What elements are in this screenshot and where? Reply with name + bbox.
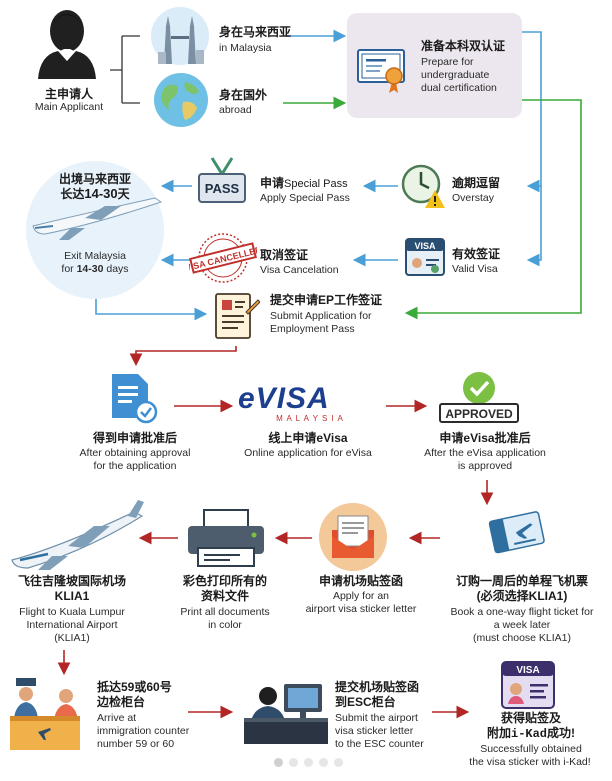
esc-en1: Submit the airport xyxy=(335,712,418,724)
flight-ticket-icon xyxy=(486,506,550,560)
approved-en1: After the eVisa application xyxy=(424,447,546,459)
counter-en3: number 59 or 60 xyxy=(97,738,175,750)
certificate-icon xyxy=(356,44,410,94)
counter-en2: immigration counter xyxy=(97,725,190,737)
sticker-letter-en2: airport visa sticker letter xyxy=(305,603,417,615)
exit-en2: for 14-30 days xyxy=(61,263,129,275)
esc-en2: visa sticker letter xyxy=(335,725,414,737)
book-cn1: 订购一周后的单程飞机票 xyxy=(455,574,588,588)
valid-visa-en: Valid Visa xyxy=(452,263,498,275)
envelope-letter-icon xyxy=(318,502,388,572)
prepare-en3: dual certification xyxy=(421,82,497,94)
clock-warning-icon xyxy=(401,164,445,208)
carousel-dot[interactable] xyxy=(289,758,298,767)
overstay-en: Overstay xyxy=(452,192,495,204)
svg-text:VISA: VISA xyxy=(414,241,436,251)
main-applicant-cn: 主申请人 xyxy=(44,87,93,101)
obtained-cn1: 获得贴签及 xyxy=(500,711,561,725)
esc-cn1: 提交机场贴签函 xyxy=(335,680,420,694)
prepare-en1: Prepare for xyxy=(421,56,474,68)
printer-icon xyxy=(184,508,268,568)
fly-en3: (KLIA1) xyxy=(54,632,90,644)
carousel-dot[interactable] xyxy=(304,758,313,767)
applicant-avatar-icon xyxy=(36,3,98,79)
fly-en1: Flight to Kuala Lumpur xyxy=(19,606,125,618)
book-cn2: (必须选择KLIA1) xyxy=(476,589,568,603)
document-check-icon xyxy=(108,372,158,424)
approval-en2: for the application xyxy=(93,460,177,472)
obtained-cn2: 附加i-Kad成功! xyxy=(486,726,576,741)
visa-cancelled-stamp-icon: VISA CANCELLED xyxy=(184,232,263,284)
approval-cn: 得到申请批准后 xyxy=(92,431,177,445)
carousel-dot[interactable] xyxy=(319,758,328,767)
svg-text:PASS: PASS xyxy=(205,181,240,196)
print-en1: Print all documents xyxy=(180,606,270,618)
abroad-en: abroad xyxy=(219,104,252,116)
book-en3: (must choose KLIA1) xyxy=(472,632,572,644)
carousel-dots[interactable] xyxy=(274,758,343,767)
approval-en1: After obtaining approval xyxy=(79,447,191,459)
submit-ep-cn: 提交申请EP工作签证 xyxy=(270,293,383,307)
evisa-en: Online application for eVisa xyxy=(244,447,372,459)
counter-en1: Arrive at xyxy=(97,712,137,724)
airplane-icon xyxy=(32,197,163,240)
exit-cn2: 长达14-30天 xyxy=(60,186,130,201)
approved-cn: 申请eVisa批准后 xyxy=(439,431,531,445)
sticker-letter-en1: Apply for an xyxy=(332,590,390,602)
fly-en2: International Airport xyxy=(26,619,118,631)
special-pass-en: Apply Special Pass xyxy=(260,192,350,204)
special-pass-cn: 申请Special Pass xyxy=(260,176,348,190)
esc-cn2: 到ESC柜台 xyxy=(335,695,396,709)
immigration-counter-icon xyxy=(10,672,80,752)
counter-cn2: 边检柜台 xyxy=(97,695,146,709)
overstay-cn: 逾期逗留 xyxy=(452,176,501,190)
abroad-cn: 身在国外 xyxy=(219,88,268,102)
approved-en2: is approved xyxy=(457,460,513,472)
main-applicant-en: Main Applicant xyxy=(34,101,104,113)
print-cn2: 资料文件 xyxy=(200,589,249,603)
fly-cn1: 飞往吉隆坡国际机场 xyxy=(17,574,126,588)
pass-badge-icon: PASS xyxy=(196,156,248,208)
cancel-cn: 取消签证 xyxy=(260,248,309,262)
carousel-dot[interactable] xyxy=(274,758,283,767)
in-malaysia-cn: 身在马来西亚 xyxy=(219,25,292,39)
submit-ep-en1: Submit Application for xyxy=(270,310,372,322)
exit-cn1: 出境马来西亚 xyxy=(58,172,131,186)
approved-stamp-icon: APPROVED xyxy=(436,370,522,424)
petronas-towers-icon xyxy=(150,6,210,66)
esc-en3: to the ESC counter xyxy=(335,738,424,750)
globe-icon xyxy=(153,72,209,128)
airplane-icon xyxy=(8,498,144,570)
svg-text:APPROVED: APPROVED xyxy=(445,407,513,421)
svg-text:VISA: VISA xyxy=(516,665,539,676)
counter-cn1: 抵达59或60号 xyxy=(97,680,172,694)
submit-ep-en2: Employment Pass xyxy=(270,323,355,335)
book-en1: Book a one-way flight ticket for xyxy=(450,606,594,618)
visa-card-icon: VISA xyxy=(500,660,556,710)
evisa-cn: 线上申请eVisa xyxy=(268,431,348,445)
fly-cn2: KLIA1 xyxy=(54,589,90,603)
book-en2: a week later xyxy=(493,619,551,631)
obtained-en1: Successfully obtained xyxy=(480,743,582,755)
obtained-en2: the visa sticker with i-Kad! xyxy=(469,756,591,768)
print-en2: in color xyxy=(208,619,242,631)
cancel-en: Visa Cancelation xyxy=(260,264,339,276)
in-malaysia-en: in Malaysia xyxy=(219,42,272,54)
esc-desk-icon xyxy=(244,680,328,744)
sticker-letter-cn: 申请机场贴签函 xyxy=(318,574,403,588)
visa-card-icon: VISA xyxy=(405,238,445,276)
evisa-logo: eVISA M A L A Y S I A xyxy=(238,382,344,424)
carousel-dot[interactable] xyxy=(334,758,343,767)
exit-malaysia-circle xyxy=(25,160,165,300)
prepare-cn: 准备本科双认证 xyxy=(421,39,506,53)
exit-en1: Exit Malaysia xyxy=(64,250,126,262)
prepare-en2: undergraduate xyxy=(421,69,490,81)
valid-visa-cn: 有效签证 xyxy=(452,247,501,261)
print-cn1: 彩色打印所有的 xyxy=(182,574,267,588)
application-form-icon xyxy=(210,290,261,342)
